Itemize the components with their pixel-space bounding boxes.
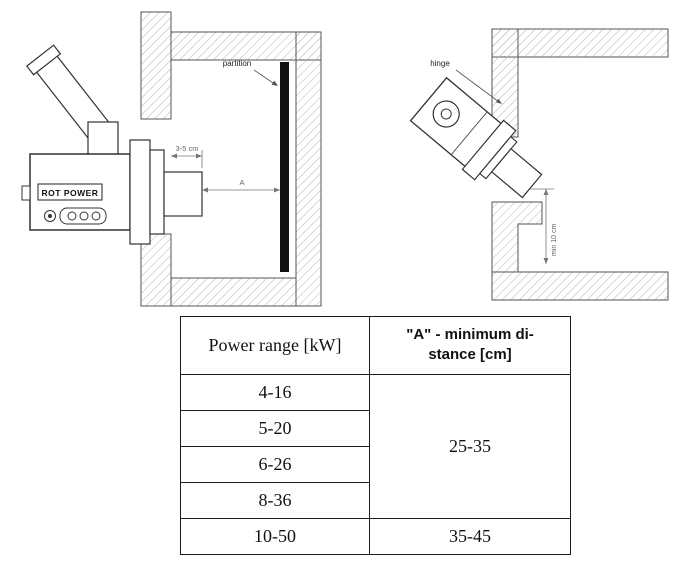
header-min-distance-line1: "A" - minimum di-	[406, 326, 534, 343]
hinge-label: hinge	[430, 59, 450, 68]
dimension-protrusion: 3-5 cm	[171, 144, 203, 168]
mounting-flange-inner	[149, 149, 165, 235]
wall-right	[295, 31, 322, 307]
fan-housing-hub	[440, 108, 452, 120]
wall-left-lower	[140, 233, 172, 307]
body-seam	[450, 111, 488, 155]
table-header-row: Power range [kW] "A" - minimum di- stanc…	[180, 316, 571, 375]
side-knob	[21, 185, 31, 201]
partition-bar	[280, 62, 289, 272]
spec-table: Power range [kW] "A" - minimum di- stanc…	[180, 316, 571, 555]
nameplate	[37, 183, 103, 201]
dimension-protrusion-label: 3-5 cm	[176, 144, 199, 153]
wall-left-upper	[140, 11, 172, 120]
spec-table-container: Power range [kW] "A" - minimum di- stanc…	[180, 316, 571, 555]
wall-section	[140, 11, 322, 307]
wall-floor	[170, 277, 297, 307]
hinged-burner-svg: hinge min 10 cm	[409, 28, 669, 301]
flame-tube	[163, 171, 203, 217]
device-name-label: ROT POWER	[42, 188, 99, 198]
pipe-cap	[25, 44, 62, 76]
dimension-min-clearance: min 10 cm	[530, 188, 558, 264]
power-range-cell: 8-36	[180, 481, 370, 519]
distance-cell: 35-45	[369, 517, 571, 555]
wall-ceiling	[491, 28, 669, 58]
wall-floor	[491, 271, 669, 301]
power-range-cell: 10-50	[180, 517, 370, 555]
control-knob-2	[79, 211, 89, 221]
table-row: 8-36	[180, 481, 571, 519]
control-knob-3	[91, 211, 101, 221]
dimension-a: A	[202, 178, 280, 193]
power-range-cell: 5-20	[180, 409, 370, 447]
wall-left-upper	[491, 28, 519, 138]
header-min-distance-line2: stance [cm]	[428, 346, 512, 364]
table-row: 5-20	[180, 409, 571, 447]
wall-section	[491, 28, 669, 301]
dimension-min-clearance-label: min 10 cm	[551, 224, 558, 256]
partition-label: partition	[223, 59, 251, 68]
burner-partition-diagram: ROT POWER 3-5 cm A partition	[6, 4, 378, 321]
table-row: 10-50 35-45	[180, 517, 571, 555]
mounting-flange-outer	[129, 139, 151, 245]
table-row: 4-16 25-35	[180, 373, 571, 519]
hinged-burner-diagram: hinge min 10 cm	[382, 4, 684, 321]
flame-tube	[490, 147, 543, 199]
control-dial-center	[48, 214, 52, 218]
power-range-cell: 4-16	[180, 373, 370, 411]
header-power-range: Power range [kW]	[180, 316, 370, 375]
partition-callout: partition	[223, 59, 278, 86]
tilted-burner-unit	[409, 76, 543, 199]
power-range-cell: 6-26	[180, 445, 370, 483]
wall-shelf	[491, 201, 543, 273]
burner-partition-svg: ROT POWER 3-5 cm A partition	[21, 11, 322, 307]
header-min-distance: "A" - minimum di- stance [cm]	[369, 316, 571, 375]
control-knob-1	[67, 211, 77, 221]
burner-unit: ROT POWER	[21, 44, 203, 245]
merged-distance-cell: 25-35	[369, 373, 571, 519]
dimension-a-label: A	[239, 178, 244, 187]
table-row: 6-26	[180, 445, 571, 483]
hinge-callout: hinge	[430, 59, 502, 104]
